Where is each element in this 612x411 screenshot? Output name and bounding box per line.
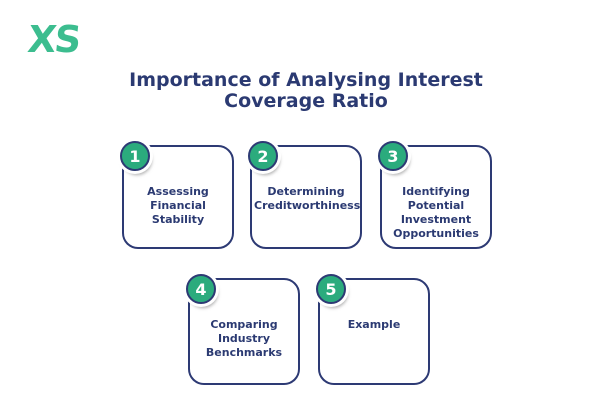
page-title-line2: Coverage Ratio [224, 90, 388, 112]
card-identifying-investment-opportunities: 3 Identifying Potential Investment Oppor… [378, 141, 492, 249]
card-comparing-industry-benchmarks: 4 Comparing Industry Benchmarks [186, 274, 300, 385]
card-label: Comparing Industry Benchmarks [205, 318, 283, 359]
page-title-line1: Importance of Analysing Interest [129, 69, 483, 91]
card-number-badge: 3 [378, 141, 408, 171]
card-label: Assessing Financial Stability [147, 185, 209, 226]
card-number-badge: 2 [248, 141, 278, 171]
page-title: Importance of Analysing Interest Coverag… [0, 70, 612, 112]
card-label: Determining Creditworthiness [254, 185, 361, 212]
card-label: Example [347, 318, 401, 331]
card-assessing-financial-stability: 1 Assessing Financial Stability [120, 141, 234, 249]
card-number-badge: 1 [120, 141, 150, 171]
xs-logo: XS [25, 18, 82, 61]
card-number-badge: 4 [186, 274, 216, 304]
card-example: 5 Example [316, 274, 430, 385]
card-label: Identifying Potential Investment Opportu… [393, 185, 479, 240]
card-number-badge: 5 [316, 274, 346, 304]
card-determining-creditworthiness: 2 Determining Creditworthiness [248, 141, 362, 249]
